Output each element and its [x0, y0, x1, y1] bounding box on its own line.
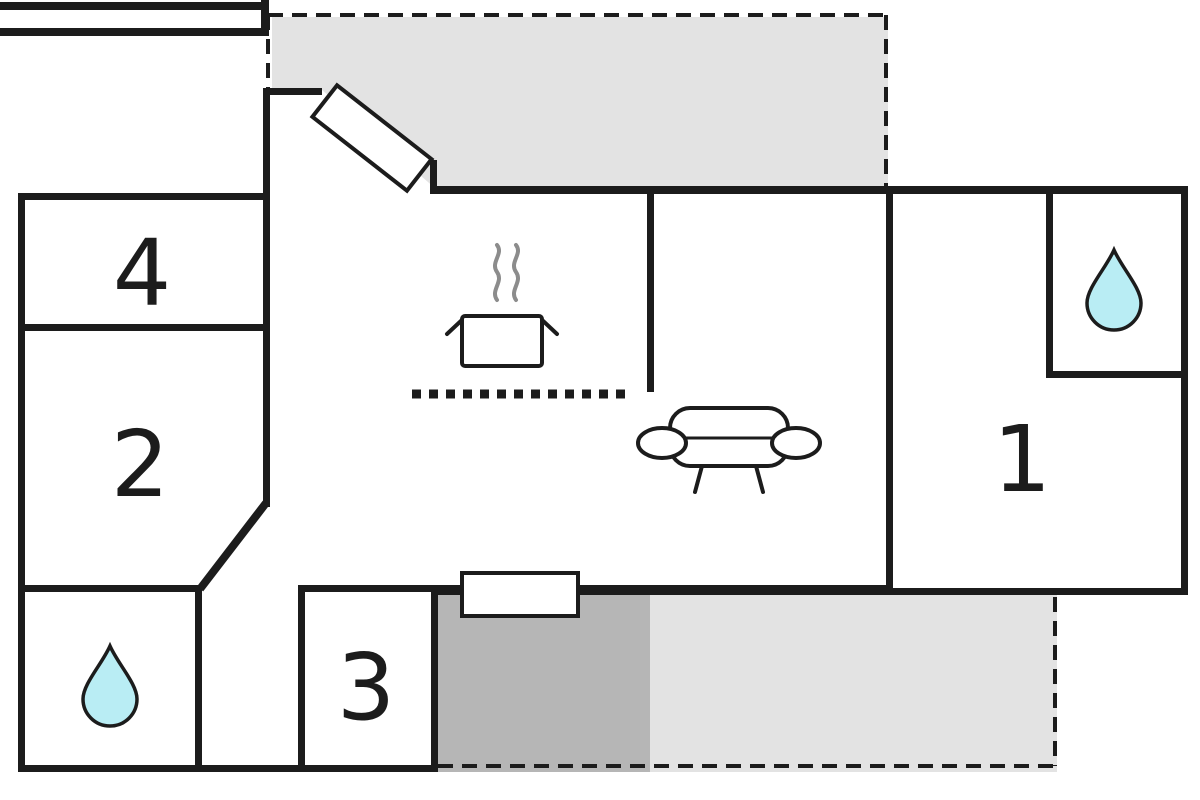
wall-bathroom-left-right — [195, 585, 202, 772]
terrace-door-icon — [460, 571, 580, 618]
steps-area — [438, 595, 650, 772]
bottom-terrace-area — [650, 595, 1057, 772]
wall-top-main — [430, 186, 1188, 194]
wall-room3-top — [298, 585, 438, 592]
wall-vestibule-left — [263, 90, 270, 507]
wall-adjacent-bottom — [0, 28, 268, 36]
room-label-4: 4 — [112, 220, 172, 327]
wall-diagonal-room2 — [196, 500, 270, 592]
steam-line-icon — [512, 243, 520, 302]
room-label-3: 3 — [336, 634, 396, 741]
entrance-door-icon — [309, 82, 435, 194]
wall-kitchen-living-divider — [647, 186, 654, 392]
pot-body — [460, 314, 544, 368]
sofa-leg-left — [693, 464, 704, 494]
wall-outer-left — [18, 193, 25, 772]
sofa-leg-right — [754, 464, 765, 494]
wall-outer-right — [1181, 186, 1188, 595]
stove-icon — [445, 243, 559, 368]
sofa-arm-right — [770, 426, 822, 460]
wall-room4-room2-divider — [18, 324, 270, 331]
wall-adjacent-top — [0, 2, 268, 10]
water-drop-icon-top-right — [1085, 245, 1143, 332]
wall-room3-right — [431, 585, 438, 772]
wall-outer-bottom-left-block — [18, 765, 438, 772]
room-label-2: 2 — [110, 411, 170, 518]
wall-living-room1-divider — [886, 186, 893, 595]
wall-bathroom-left-top — [18, 585, 202, 592]
wall-bottom-central — [431, 585, 893, 595]
walls — [18, 88, 1188, 772]
wall-top-left-block — [18, 193, 270, 200]
wall-room3-left — [298, 585, 305, 772]
wall-door-end-stub — [430, 160, 437, 190]
adjacent-structure-walls — [0, 0, 269, 36]
sofa-arm-left — [636, 426, 688, 460]
sofa-icon — [636, 406, 822, 494]
water-drop-icon-bottom-left — [81, 641, 139, 728]
wall-entrance-stub — [263, 88, 322, 95]
wall-adjacent-right — [261, 0, 269, 36]
steam-line-icon — [493, 243, 501, 302]
wall-bathroom-right-left — [1046, 186, 1053, 378]
room-label-1: 1 — [992, 406, 1052, 513]
wall-bottom-right-block — [886, 588, 1188, 595]
wall-bathroom-right-bottom — [1046, 371, 1188, 378]
